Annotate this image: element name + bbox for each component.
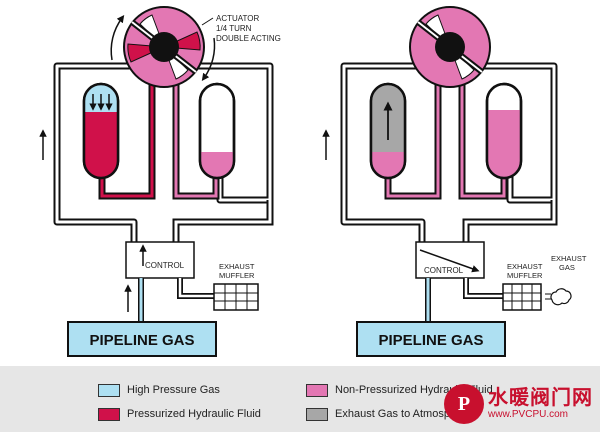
legend-swatch	[98, 407, 120, 421]
left-exhaust-muffler	[213, 283, 259, 311]
right-diagram: CONTROL EXHAUST MUFFLER EXHAUST GAS PIPE…	[322, 6, 587, 357]
legend-label: High Pressure Gas	[127, 384, 220, 396]
legend-swatch	[306, 407, 328, 421]
watermark-logo-letter: P	[457, 392, 471, 415]
right-exhaust-muffler	[502, 283, 542, 311]
watermark-url: www.PVCPU.com	[488, 409, 569, 420]
legend-swatch	[306, 383, 328, 397]
right-control-label: CONTROL	[424, 266, 464, 275]
legend-label: Pressurized Hydraulic Fluid	[127, 408, 261, 420]
right-muffler-label-line2: MUFFLER	[507, 271, 543, 280]
left-diagram: ACTUATOR 1/4 TURN DOUBLE ACTING CONTROL	[39, 6, 281, 357]
right-pipeline-gas-box	[356, 321, 506, 357]
left-tank-pressurized	[82, 82, 120, 180]
legend-item-exhaust-gas: Exhaust Gas to Atmosphere	[306, 406, 472, 422]
exhaust-gas-label-line1: EXHAUST	[551, 254, 587, 263]
watermark-logo-icon: P	[444, 384, 484, 424]
legend-swatch	[98, 383, 120, 397]
left-muffler-label-line1: EXHAUST	[219, 262, 255, 271]
exhaust-gas-label-line2: GAS	[559, 263, 575, 272]
legend-item-high-pressure-gas: High Pressure Gas	[98, 382, 220, 398]
legend: High Pressure Gas Non-Pressurized Hydrau…	[0, 366, 600, 432]
left-control-box	[125, 241, 195, 279]
right-pipeline-gas-label: PIPELINE GAS	[378, 332, 483, 349]
right-actuator	[409, 6, 491, 88]
actuator-label-line3: DOUBLE ACTING	[216, 34, 281, 43]
left-rotation-arrow-right	[201, 37, 216, 82]
actuator-label-line1: ACTUATOR	[216, 14, 259, 23]
left-rotation-arrow-left	[110, 14, 125, 61]
left-control-label: CONTROL	[145, 261, 185, 270]
watermark: P 水暖阀门网 www.PVCPU.com	[444, 380, 594, 428]
legend-label: Exhaust Gas to Atmosphere	[335, 408, 472, 420]
right-tank-exhaust	[369, 82, 407, 180]
left-actuator	[123, 6, 205, 88]
right-tank-fluid	[485, 82, 523, 180]
left-pipeline-gas-label: PIPELINE GAS	[89, 332, 194, 349]
actuator-label-line2: 1/4 TURN	[216, 24, 252, 33]
watermark-title: 水暖阀门网	[488, 387, 593, 409]
exhaust-gas-cloud-icon	[550, 288, 572, 306]
right-muffler-label-line1: EXHAUST	[507, 262, 543, 271]
left-pipeline-gas-box	[67, 321, 217, 357]
left-muffler-label-line2: MUFFLER	[219, 271, 255, 280]
left-tank-non-pressurized	[198, 82, 236, 180]
legend-item-pressurized-fluid: Pressurized Hydraulic Fluid	[98, 406, 261, 422]
